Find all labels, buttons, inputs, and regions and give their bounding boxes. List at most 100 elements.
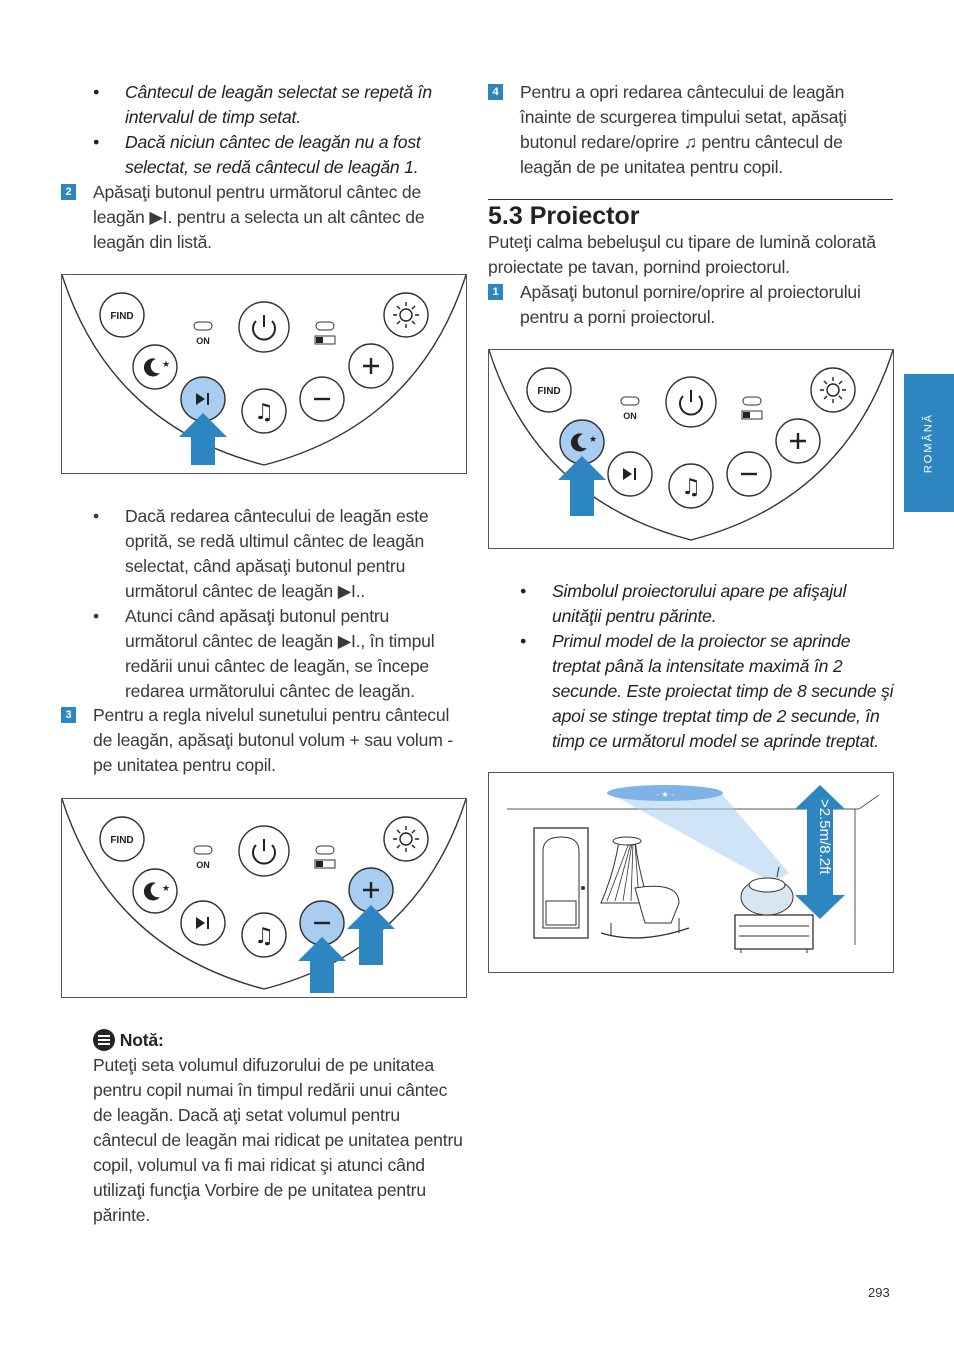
step-number: 3: [61, 707, 76, 723]
baby-unit-icon: [740, 866, 794, 916]
svg-text:FIND: FIND: [537, 386, 560, 397]
bullet-dot: •: [93, 506, 99, 526]
step-number: 4: [488, 84, 503, 100]
bullet-text: Primul model de la proiector se aprinde …: [552, 631, 894, 751]
arrow-up-icon: [179, 413, 227, 465]
find-button: FIND: [99, 816, 145, 862]
note-text: Puteţi seta volumul difuzorului de pe un…: [93, 1055, 463, 1225]
bullet-text: Dacă niciun cântec de leagăn nu a fost s…: [125, 132, 421, 177]
step-2: 2 Apăsaţi butonul pentru următorul cânte…: [61, 180, 459, 255]
next-button: [180, 900, 226, 946]
door-icon: [533, 827, 589, 939]
list-item: • Dacă redarea cântecului de leagăn este…: [61, 504, 459, 604]
bullet-dot: •: [520, 631, 526, 651]
on-indicator: ON: [193, 321, 213, 346]
step-4: 4 Pentru a opri redarea cântecului de le…: [488, 80, 896, 180]
step-text: Pentru a opri redarea cântecului de leag…: [520, 82, 847, 177]
music-button: ♫: [241, 912, 287, 958]
find-button: FIND: [99, 292, 145, 338]
step-number: 2: [61, 184, 76, 200]
list-item: • Dacă niciun cântec de leagăn nu a fost…: [61, 130, 459, 180]
section-title: 5.3 Proiector: [488, 202, 640, 230]
bullet-dot: •: [93, 82, 99, 102]
bullet-dot: •: [520, 581, 526, 601]
light-button: [810, 367, 856, 413]
bullet-text: Cântecul de leagăn selectat se repetă în…: [125, 82, 432, 127]
control-panel-figure-volume: FIND ON ★: [61, 798, 467, 998]
note-block: Notă: Puteţi seta volumul difuzorului de…: [93, 1028, 463, 1228]
bullet-dot: •: [93, 132, 99, 152]
projector-button: ★: [132, 868, 178, 914]
svg-text:♫: ♫: [254, 924, 274, 949]
next-button: [180, 376, 226, 422]
power-button: [238, 825, 290, 877]
section-divider: [488, 199, 893, 200]
step-text: Pentru a regla nivelul sunetului pentru …: [93, 705, 454, 775]
arrow-up-icon: [558, 456, 606, 516]
next-button: [607, 451, 653, 497]
music-button: ♫: [241, 388, 287, 434]
list-item: • Simbolul proiectorului apare pe afişaj…: [488, 579, 896, 629]
power-button: [665, 376, 717, 428]
minus-button: [299, 900, 345, 946]
note-header: Notă:: [93, 1028, 463, 1053]
battery-indicator: [741, 396, 763, 420]
note-title: Notă:: [119, 1030, 164, 1050]
control-panel-figure-next: FIND ON ★: [61, 274, 467, 474]
height-arrow-icon: >2.5m/8.2ft: [795, 785, 845, 919]
room-illustration: - ★ - >2.5m/8.2ft: [488, 772, 894, 973]
bullet-text: Dacă redarea cântecului de leagăn este o…: [125, 506, 429, 601]
power-button: [238, 301, 290, 353]
arrow-up-icon: [298, 937, 346, 993]
svg-text:★: ★: [589, 435, 597, 445]
cradle-icon: [600, 836, 690, 939]
control-panel-illustration: FIND ON ★: [489, 350, 893, 541]
list-item: • Atunci când apăsaţi butonul pentru urm…: [61, 604, 459, 704]
projector-button: ★: [559, 419, 605, 465]
plus-button: [775, 418, 821, 464]
on-indicator: ON: [620, 396, 640, 421]
control-panel-illustration: FIND ON ★: [62, 275, 466, 466]
dresser-icon: [734, 914, 814, 953]
page-number: 293: [868, 1285, 890, 1300]
on-indicator: ON: [193, 845, 213, 870]
svg-text:FIND: FIND: [110, 835, 133, 846]
svg-text:♫: ♫: [254, 400, 274, 425]
svg-text:ON: ON: [623, 411, 637, 421]
find-button: FIND: [526, 367, 572, 413]
light-button: [383, 292, 429, 338]
note-icon: [93, 1029, 115, 1051]
step-text: Apăsaţi butonul pornire/oprire al proiec…: [520, 282, 861, 327]
battery-indicator: [314, 845, 336, 869]
step-1: 1 Apăsaţi butonul pornire/oprire al proi…: [488, 280, 896, 330]
control-panel-illustration: FIND ON ★: [62, 799, 466, 993]
svg-text:ON: ON: [196, 336, 210, 346]
svg-text:♫: ♫: [681, 475, 701, 500]
bullets-top: • Cântecul de leagăn selectat se repetă …: [61, 80, 459, 180]
projection-beam: - ★ -: [607, 785, 789, 883]
step-3: 3 Pentru a regla nivelul sunetului pentr…: [61, 703, 459, 778]
minus-button: [299, 376, 345, 422]
minus-button: [726, 451, 772, 497]
svg-text:FIND: FIND: [110, 311, 133, 322]
svg-text:★: ★: [162, 884, 170, 894]
height-label: >2.5m/8.2ft: [816, 799, 833, 875]
language-tab: ROMÂNĂ: [904, 374, 954, 512]
bullets-right: • Simbolul proiectorului apare pe afişaj…: [488, 579, 896, 754]
projector-button: ★: [132, 344, 178, 390]
section-intro: Puteţi calma bebeluşul cu tipare de lumi…: [488, 232, 876, 277]
battery-indicator: [314, 321, 336, 345]
music-button: ♫: [668, 463, 714, 509]
plus-button: [348, 343, 394, 389]
list-item: • Cântecul de leagăn selectat se repetă …: [61, 80, 459, 130]
bullet-dot: •: [93, 606, 99, 626]
svg-text:★: ★: [162, 360, 170, 370]
svg-text:ON: ON: [196, 860, 210, 870]
step-number: 1: [488, 284, 503, 300]
light-button: [383, 816, 429, 862]
bullet-text: Atunci când apăsaţi butonul pentru următ…: [125, 606, 435, 701]
room-projection-illustration: - ★ - >2.5m/8.2ft: [507, 785, 880, 953]
language-label: ROMÂNĂ: [922, 412, 935, 474]
arrow-up-icon: [347, 905, 395, 965]
list-item: • Primul model de la proiector se aprind…: [488, 629, 896, 754]
